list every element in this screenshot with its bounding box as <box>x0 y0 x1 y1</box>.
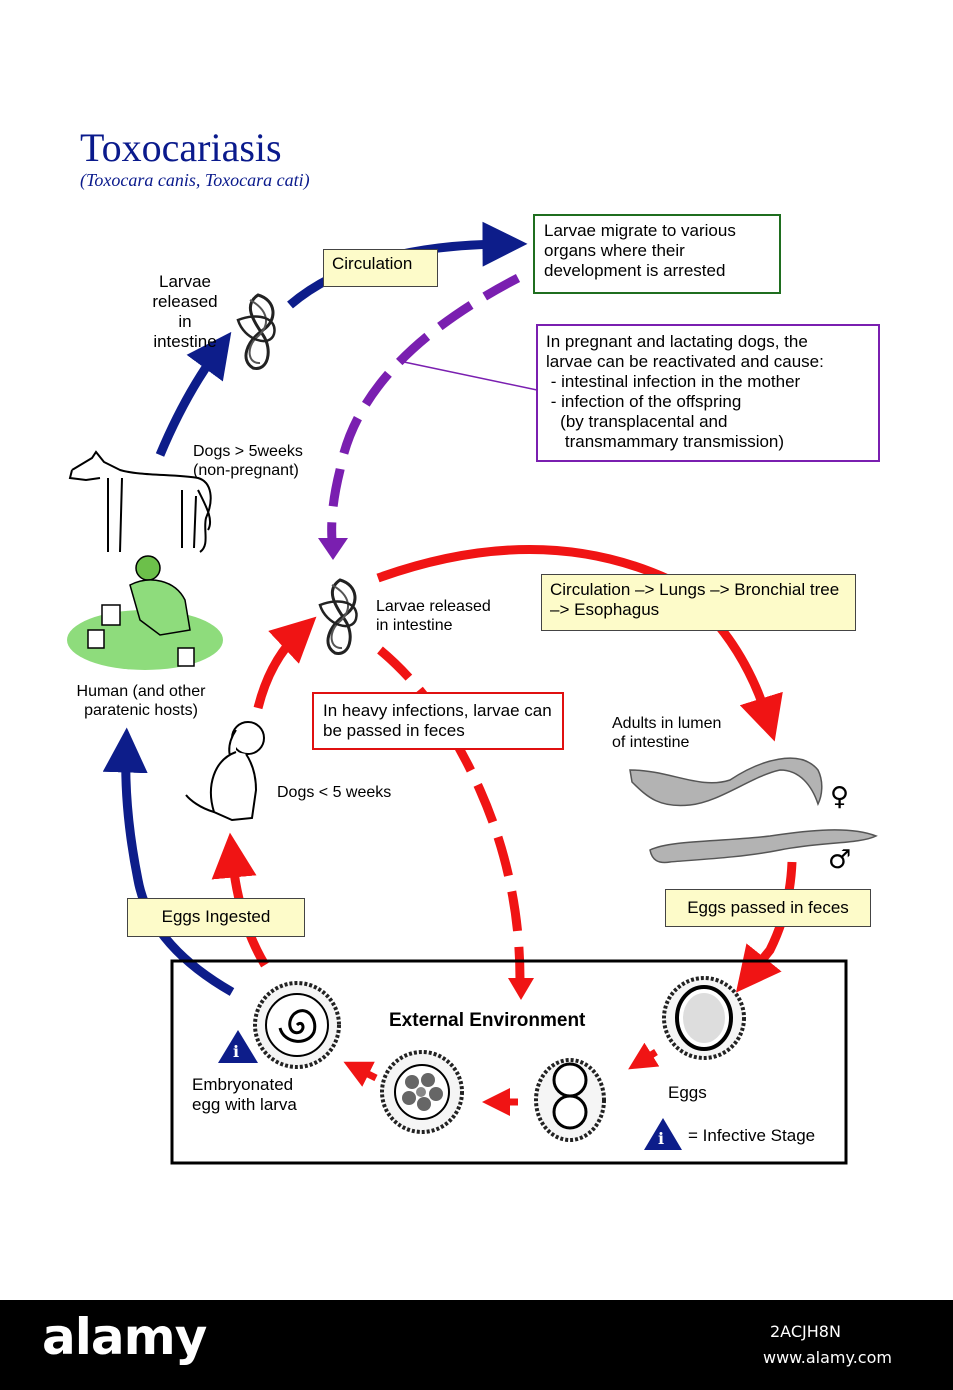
label-dogs-under-5weeks: Dogs < 5 weeks <box>277 784 392 801</box>
label-larvae-released-mid: Larvae released in intestine <box>376 598 491 634</box>
pregnant-note-line: transmammary transmission) <box>546 432 785 451</box>
pregnant-note-line: In pregnant and lactating dogs, the <box>546 332 808 351</box>
legend-icon-letter: i <box>658 1129 665 1148</box>
circulation-lungs-box: Circulation –> Lungs –> Bronchial tree –… <box>541 574 856 631</box>
larvae-migrate-box: Larvae migrate to various organs where t… <box>533 214 781 294</box>
page-subtitle: (Toxocara canis, Toxocara cati) <box>80 170 310 190</box>
watermark-brand: alamy <box>42 1308 207 1366</box>
label-human-hosts: Human (and other paratenic hosts) <box>76 683 206 719</box>
egg-morula <box>380 1050 464 1134</box>
circulation-text: Circulation <box>332 254 413 273</box>
label-larvae-released-top: Larvae released in intestine <box>152 272 218 351</box>
adult-female-worm <box>629 757 823 807</box>
purple-dashed-arrow <box>327 274 521 541</box>
watermark-image-id: 2ACJH8N <box>770 1322 841 1341</box>
egg-embryonated-larva <box>253 981 341 1069</box>
page-title: Toxocariasis <box>80 125 282 170</box>
label-dogs-over-5weeks: Dogs > 5weeks (non-pregnant) <box>193 443 303 479</box>
egg-two-cell <box>534 1058 606 1142</box>
external-environment-title: External Environment <box>389 1010 586 1031</box>
label-infective-stage: = Infective Stage <box>688 1126 816 1145</box>
infective-icon-letter: i <box>233 1042 240 1061</box>
label-eggs: Eggs <box>668 1083 707 1102</box>
label-adults-lumen: Adults in lumen of intestine <box>612 715 722 751</box>
egg-unembryonated <box>662 976 746 1060</box>
circulation-lungs-text: Circulation –> Lungs –> Bronchial tree –… <box>550 580 840 619</box>
adult-male-worm <box>649 829 878 864</box>
red-dashed-heavy-infection <box>377 646 525 981</box>
larvae-migrate-text: Larvae migrate to various organs where t… <box>544 221 736 280</box>
blue-arrow-dog-to-larvae <box>155 331 232 457</box>
life-cycle-diagram <box>67 221 878 1165</box>
male-symbol: ♂ <box>828 845 852 875</box>
watermark-footer <box>0 1300 953 1390</box>
child-playing-illustration <box>67 555 223 670</box>
egg-arrow-1 <box>628 1042 660 1070</box>
adult-dog-illustration <box>68 450 212 553</box>
eggs-ingested-text: Eggs Ingested <box>161 907 271 926</box>
eggs-passed-box: Eggs passed in feces <box>665 889 871 927</box>
infective-stage-icon <box>218 1030 258 1063</box>
pregnant-note-line: - intestinal infection in the mother <box>546 372 801 391</box>
heavy-infections-box: In heavy infections, larvae can be passe… <box>312 692 564 750</box>
pregnant-note-line: (by transplacental and <box>546 412 728 431</box>
pregnant-note-line: larvae can be reactivated and cause: <box>546 352 824 371</box>
heavy-infections-text: In heavy infections, larvae can be passe… <box>323 701 552 740</box>
watermark-site: www.alamy.com <box>763 1348 892 1367</box>
eggs-passed-text: Eggs passed in feces <box>687 898 849 917</box>
larva-coil-top <box>236 293 276 370</box>
egg-arrow-3 <box>343 1061 378 1087</box>
legend-infective-icon <box>644 1118 682 1150</box>
red-arrow-puppy-to-larvae <box>253 616 317 710</box>
external-environment-box <box>170 959 848 1165</box>
red-arrow-larvae-to-adults <box>376 545 783 742</box>
puppy-illustration <box>185 721 265 822</box>
larva-coil-middle <box>318 578 358 655</box>
pregnant-note-line: - infection of the offspring <box>546 392 742 411</box>
circulation-box: Circulation <box>323 249 438 287</box>
note-pointer-line <box>403 361 538 391</box>
label-embryonated-egg: Embryonated egg with larva <box>192 1075 297 1114</box>
eggs-ingested-box: Eggs Ingested <box>127 898 305 937</box>
blue-arrow-eggs-to-human <box>102 727 235 996</box>
female-symbol: ♀ <box>830 782 850 812</box>
